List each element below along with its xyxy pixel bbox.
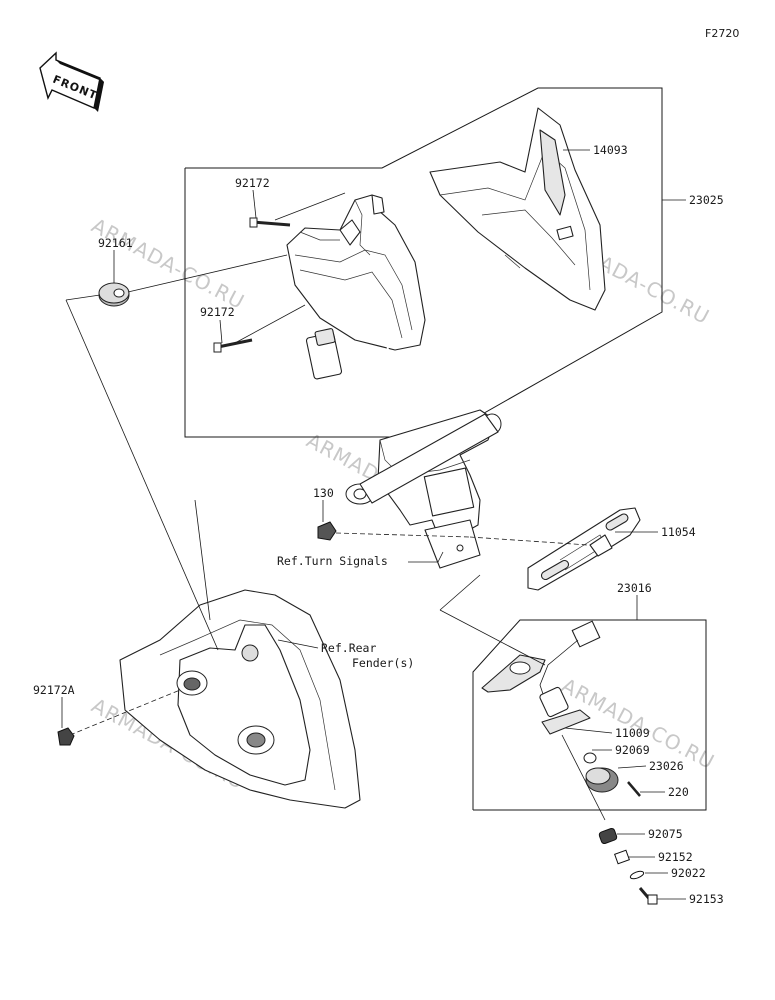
screw-92172-top xyxy=(249,217,291,228)
lens-cover-part xyxy=(429,107,606,311)
screw-92172-bottom xyxy=(213,338,253,353)
label-ref-turn-signals: Ref.Turn Signals xyxy=(277,554,388,568)
label-23016: 23016 xyxy=(617,581,652,595)
label-23026: 23026 xyxy=(649,759,684,773)
label-11009: 11009 xyxy=(615,726,650,740)
washer-92022 xyxy=(629,870,645,880)
tail-light-housing-part xyxy=(286,194,426,420)
license-light-box xyxy=(472,619,707,811)
label-11054: 11054 xyxy=(661,525,696,539)
label-23025: 23025 xyxy=(689,193,724,207)
license-bracket-part xyxy=(345,409,502,569)
screw-92172A xyxy=(57,727,75,746)
grommet-92075 xyxy=(598,827,618,845)
front-arrow-icon: FRONT xyxy=(39,51,104,112)
label-92153: 92153 xyxy=(689,892,724,906)
bolt-92153 xyxy=(638,887,658,905)
label-92172-bottom: 92172 xyxy=(200,305,235,319)
nut-130 xyxy=(317,521,471,541)
label-ref-rear-fender-1: Ref.Rear xyxy=(321,641,376,655)
label-92069: 92069 xyxy=(615,743,650,757)
label-92172-top: 92172 xyxy=(235,176,270,190)
label-ref-rear-fender-2: Fender(s) xyxy=(352,656,414,670)
collar-92152 xyxy=(614,849,630,865)
label-92152: 92152 xyxy=(658,850,693,864)
license-light-assembly xyxy=(481,620,641,797)
part-labels: 92172 92161 92172 14093 23025 130 Ref.Tu… xyxy=(33,143,724,906)
label-92022: 92022 xyxy=(671,866,706,880)
plate-bracket-11054 xyxy=(469,507,641,591)
grommet-92161 xyxy=(98,282,130,307)
leader-lines xyxy=(61,149,686,900)
watermark-5: ARMADA-CO.RU xyxy=(558,673,719,774)
label-130: 130 xyxy=(313,486,334,500)
figure-code: F2720 xyxy=(705,27,739,40)
label-14093: 14093 xyxy=(593,143,628,157)
label-220: 220 xyxy=(668,785,689,799)
label-92161: 92161 xyxy=(98,236,133,250)
label-92075: 92075 xyxy=(648,827,683,841)
label-92172A: 92172A xyxy=(33,683,75,697)
